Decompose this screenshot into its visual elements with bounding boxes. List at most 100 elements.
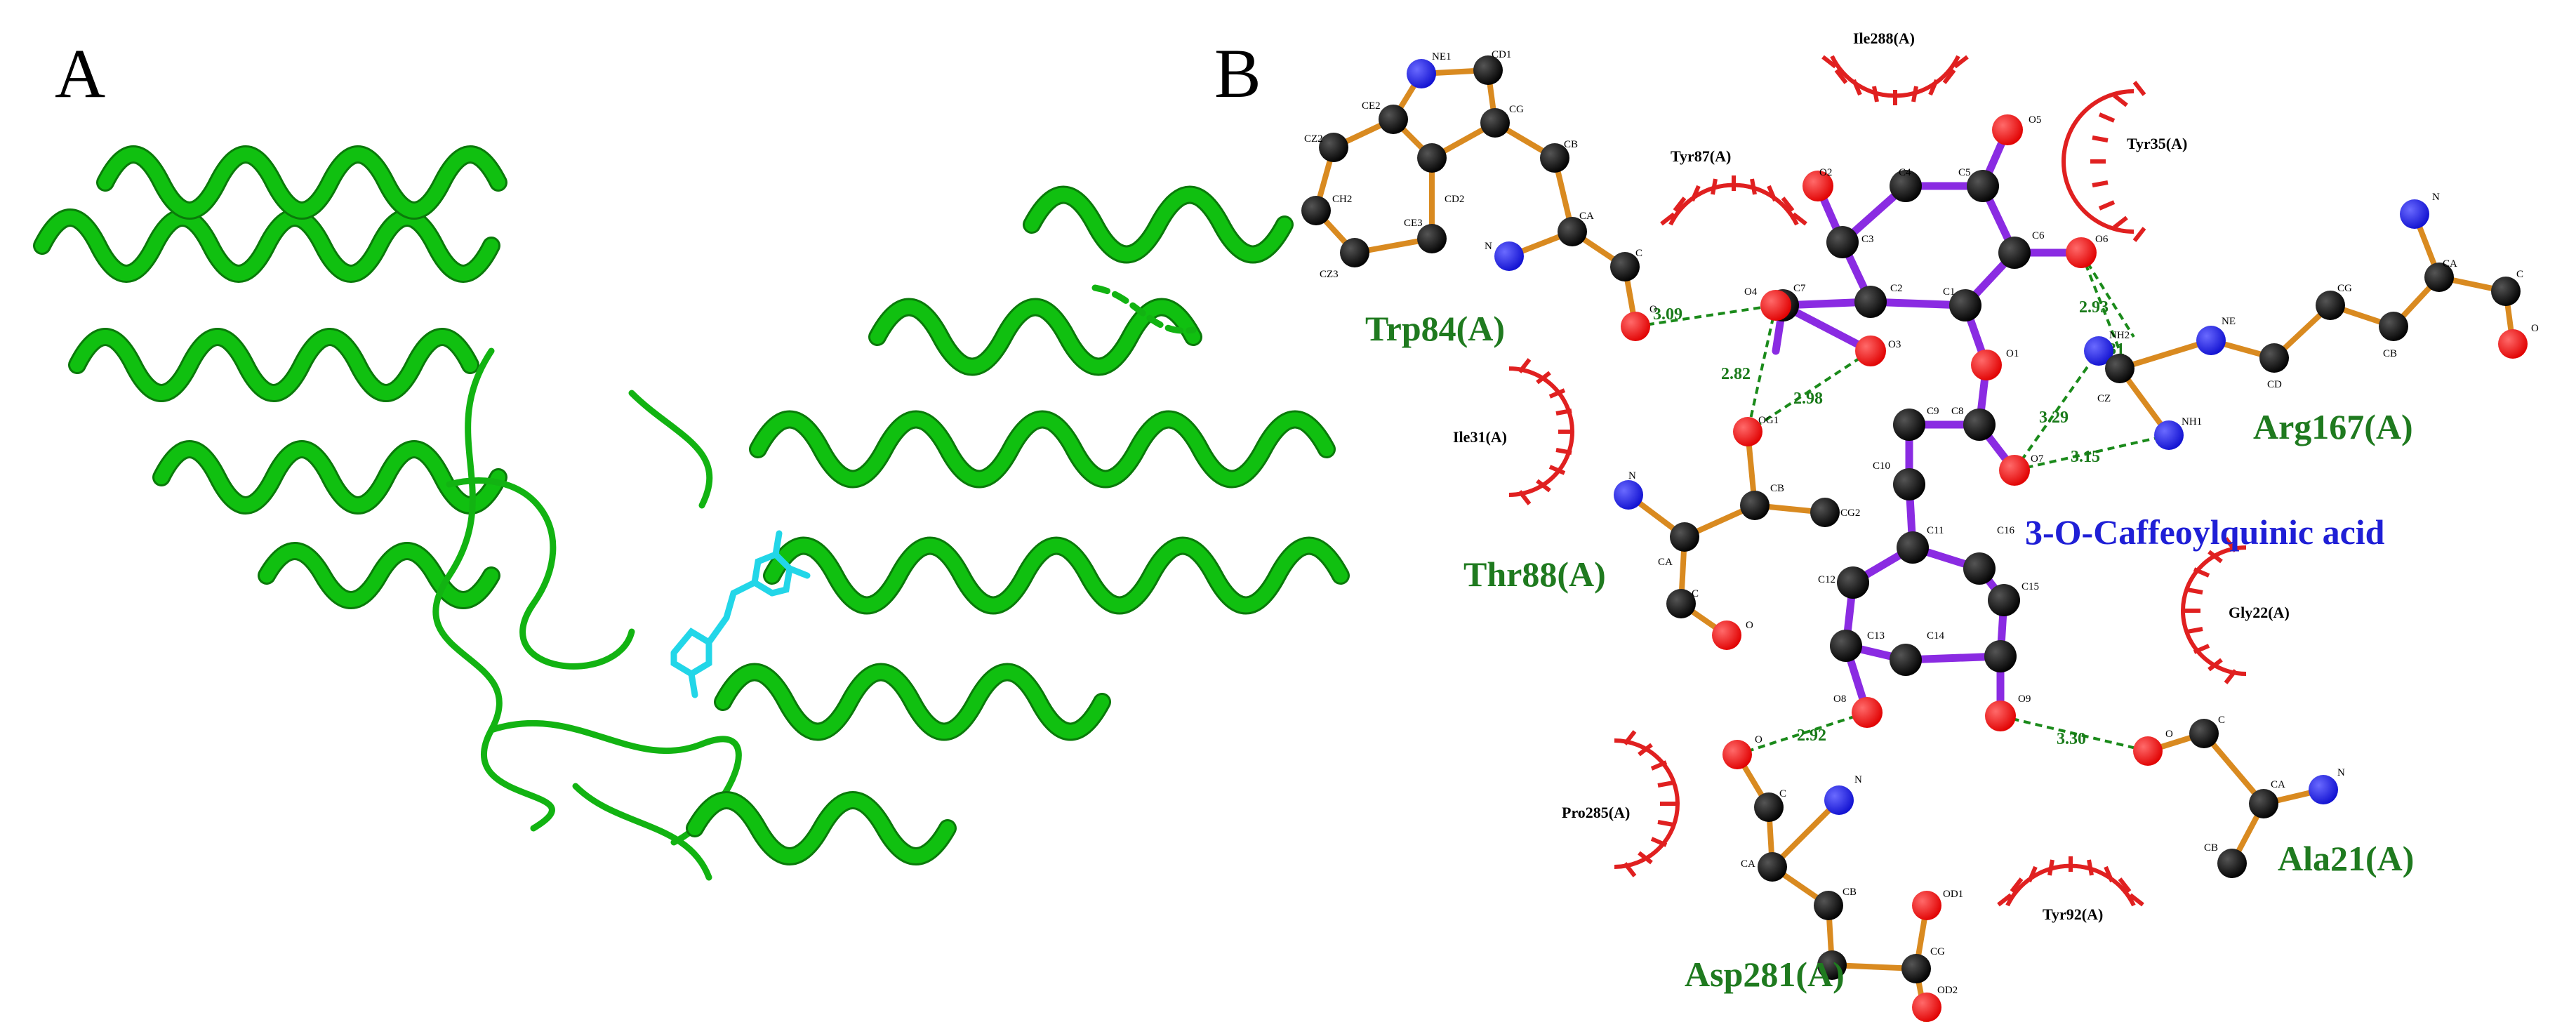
lbl-thr-og1: OG1 (1758, 415, 1779, 426)
atom-thr-o (1712, 620, 1741, 650)
residue-name-arg167: Arg167(A) (2253, 407, 2413, 446)
atom-o7 (1999, 455, 2030, 486)
lbl-arg-n: N (2432, 192, 2440, 203)
arc-tyr87 (1660, 175, 1807, 226)
atom-arg-nh1 (2154, 420, 2184, 450)
lbl-trp-cd2: CD2 (1445, 194, 1464, 205)
atom-o6 (2066, 237, 2097, 268)
lbl-trp-cz2: CZ2 (1304, 133, 1323, 145)
atom-trp-n (1494, 241, 1524, 271)
atom-c3 (1826, 226, 1859, 258)
label-tyr87: Tyr87(A) (1671, 147, 1731, 165)
atom-arg-o (2498, 329, 2528, 359)
atom-trp-cd1 (1473, 55, 1503, 85)
lbl-asp-ca: CA (1741, 858, 1755, 870)
atom-trp-ce3 (1417, 224, 1447, 253)
atom-asp-n (1824, 785, 1854, 815)
lbl-c7: C7 (1793, 283, 1806, 294)
lbl-o3: O3 (1888, 339, 1901, 350)
arc-tyr35 (2062, 81, 2146, 242)
label-ile288: Ile288(A) (1853, 29, 1915, 47)
atom-asp-od2 (1912, 993, 1941, 1022)
atom-asp-cb (1814, 891, 1843, 920)
atom-c14 (1984, 640, 2017, 672)
lbl-asp-c: C (1779, 788, 1786, 799)
atom-arg-n (2400, 199, 2429, 229)
lbl-ala-o: O (2165, 729, 2173, 740)
arc-ile31 (1508, 358, 1574, 505)
atom-arg-cg (2316, 291, 2345, 320)
lbl-o9: O9 (2018, 694, 2031, 705)
lbl-trp-ne1: NE1 (1432, 51, 1452, 62)
panel-b: B (1214, 29, 2539, 1022)
residue-name-asp281: Asp281(A) (1685, 955, 1845, 994)
lbl-trp-cd1: CD1 (1492, 49, 1511, 60)
lbl-o4: O4 (1744, 286, 1758, 298)
lbl-c1: C1 (1943, 286, 1956, 298)
atom-asp-ca (1758, 852, 1787, 882)
hydrophobic-contacts (1508, 55, 2247, 907)
lbl-c6: C6 (2032, 230, 2045, 241)
atom-trp-ne1 (1407, 59, 1436, 88)
atom-c16 (1963, 552, 1996, 585)
residue-name-ala21: Ala21(A) (2278, 839, 2414, 878)
atom-c6 (1998, 237, 2031, 269)
atom-trp-cb (1540, 143, 1569, 173)
atom-arg-cz (2105, 354, 2135, 383)
atom-c9 (1893, 409, 1925, 441)
atom-o3 (1855, 336, 1886, 366)
arc-ile288 (1821, 55, 1969, 105)
label-gly22: Gly22(A) (2229, 604, 2290, 621)
lbl-arg-cb: CB (2383, 348, 2397, 359)
hb-o6-nh2-a: 2.93 (2079, 298, 2109, 317)
atom-arg-ne (2196, 326, 2226, 355)
ligand-atoms (1760, 114, 2097, 731)
atom-ala-o (2133, 736, 2163, 766)
atom-ala-c (2189, 719, 2219, 748)
residue-atom-labels: NE1 CD1 CE2 CG CZ2 CB CH2 CD2 CE3 CA N C… (1304, 49, 2539, 996)
atom-c4 (1890, 170, 1922, 202)
lbl-trp-cg: CG (1509, 104, 1524, 115)
residue-name-trp84: Trp84(A) (1365, 309, 1505, 348)
atom-arg-cd (2259, 343, 2289, 373)
arg167-atoms (2084, 199, 2528, 450)
lbl-trp-ce2: CE2 (1362, 100, 1381, 112)
lbl-arg-cz: CZ (2097, 393, 2111, 404)
atom-trp-cd2 (1417, 143, 1447, 173)
hb-o3-og1: 2.98 (1793, 390, 1823, 408)
atom-o8 (1852, 697, 1883, 728)
ligand-atom-labels: O2 C4 C5 O5 C6 O6 C3 C2 C1 C7 O4 O3 O1 C… (1744, 114, 2109, 705)
atom-o9 (1985, 701, 2016, 731)
lbl-trp-ch2: CH2 (1332, 194, 1352, 205)
atom-trp-ce2 (1379, 105, 1408, 134)
lbl-thr-c: C (1692, 588, 1699, 599)
hb-o7-nh2: 3.29 (2039, 409, 2069, 427)
atom-trp-cg (1480, 108, 1510, 138)
atom-asp-c (1754, 792, 1784, 822)
atom-arg-ca (2424, 263, 2454, 292)
lbl-c8: C8 (1951, 406, 1964, 417)
lbl-ala-cb: CB (2204, 842, 2218, 854)
lbl-asp-o: O (1755, 734, 1762, 745)
lbl-c9: C9 (1927, 406, 1939, 417)
atom-ala-cb (2217, 849, 2247, 878)
lbl-arg-ca: CA (2443, 258, 2457, 270)
hb-o4-og1: 2.82 (1721, 365, 1751, 383)
hb-o7-nh1: 3.15 (2071, 448, 2100, 466)
lbl-arg-o: O (2531, 323, 2539, 334)
atom-o2 (1802, 171, 1833, 201)
lbl-asp-cg: CG (1930, 946, 1945, 957)
lbl-o1: O1 (2006, 348, 2019, 359)
lbl-c10: C10 (1873, 460, 1890, 472)
hb-o8-asp-o: 2.92 (1797, 726, 1826, 745)
panel-a: A (33, 34, 1350, 881)
asp281-atoms (1722, 740, 1941, 1022)
label-pro285: Pro285(A) (1562, 804, 1630, 821)
atom-arg-c (2491, 277, 2521, 306)
atom-asp-o (1722, 740, 1752, 769)
atom-c12 (1837, 566, 1869, 599)
lbl-arg-ne: NE (2222, 316, 2236, 327)
lbl-c2: C2 (1890, 283, 1903, 294)
atom-c10 (1893, 468, 1925, 500)
lbl-c13: C13 (1867, 630, 1885, 642)
